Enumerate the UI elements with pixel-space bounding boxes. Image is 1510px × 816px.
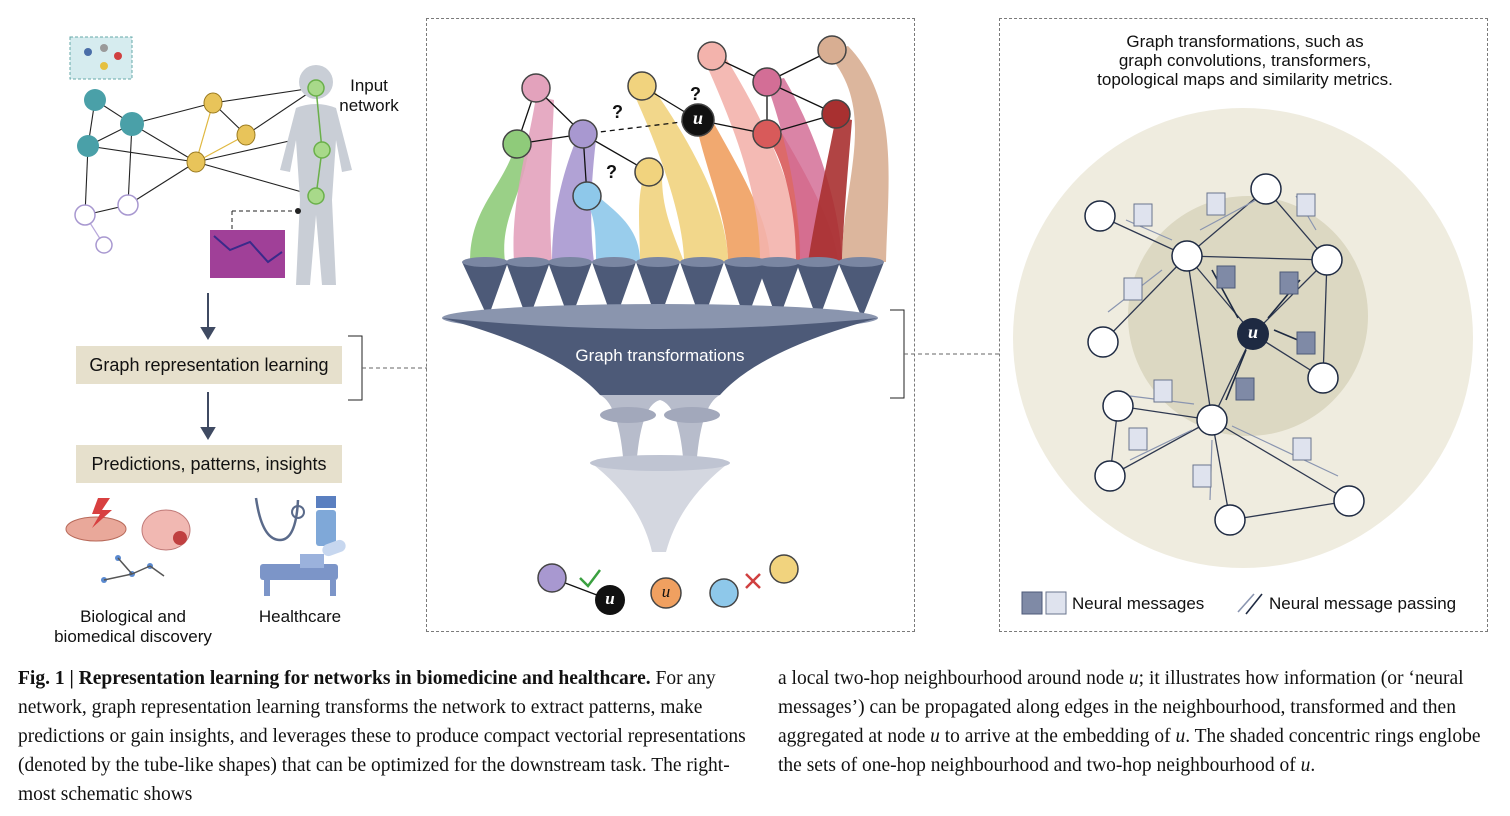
- right-panel-title: Graph transformations, such as graph con…: [1097, 32, 1393, 89]
- right-panel: [999, 18, 1488, 632]
- lightning-icon: [92, 498, 112, 528]
- prediction-node-u-2: u: [661, 582, 671, 601]
- node-u-top: u: [692, 108, 703, 128]
- input-network-label: Input network: [339, 76, 399, 115]
- drug-nodes: [186, 92, 256, 173]
- input-network-illustration: [65, 36, 427, 596]
- healthcare-icons: [254, 496, 346, 596]
- graph-representation-learning-box: Graph representation learning: [76, 346, 342, 384]
- legend-neural-messages: Neural messages: [1072, 594, 1205, 613]
- stethoscope-icon: [254, 497, 300, 542]
- healthcare-label: Healthcare: [258, 607, 342, 626]
- biology-icons: [65, 498, 191, 583]
- hospital-bed-icon: [260, 564, 338, 580]
- molecule-inset: [69, 36, 133, 80]
- flow-arrows: [200, 293, 216, 440]
- caption-column-2: a local two-hop neighbourhood around nod…: [778, 668, 1481, 776]
- question-mark-3: ?: [606, 162, 617, 182]
- lab-nodes: [74, 194, 139, 254]
- tissue-image: [210, 230, 285, 278]
- middle-panel: [426, 18, 915, 632]
- predictions-box: Predictions, patterns, insights: [76, 445, 342, 483]
- organ-nodes: [307, 79, 331, 205]
- target-node-label: u: [1247, 322, 1258, 342]
- legend-message-passing: Neural message passing: [1269, 594, 1457, 613]
- protein-nodes: [77, 89, 144, 157]
- prediction-node-u-1: u: [605, 589, 615, 608]
- question-mark-2: ?: [690, 84, 701, 104]
- network-edges: [84, 87, 317, 216]
- medicine-bottle-icon: [316, 510, 336, 546]
- question-mark-1: ?: [612, 102, 623, 122]
- caption-column-1: Fig. 1 | Representation learning for net…: [18, 664, 748, 809]
- pill-icon: [322, 539, 346, 557]
- caption-text-1: For any network, graph representation le…: [18, 668, 746, 805]
- bio-discovery-label: Biological and biomedical discovery: [54, 607, 212, 646]
- figure-title: Fig. 1 | Representation learning for net…: [18, 668, 651, 689]
- funnel-label: Graph transformations: [575, 346, 745, 365]
